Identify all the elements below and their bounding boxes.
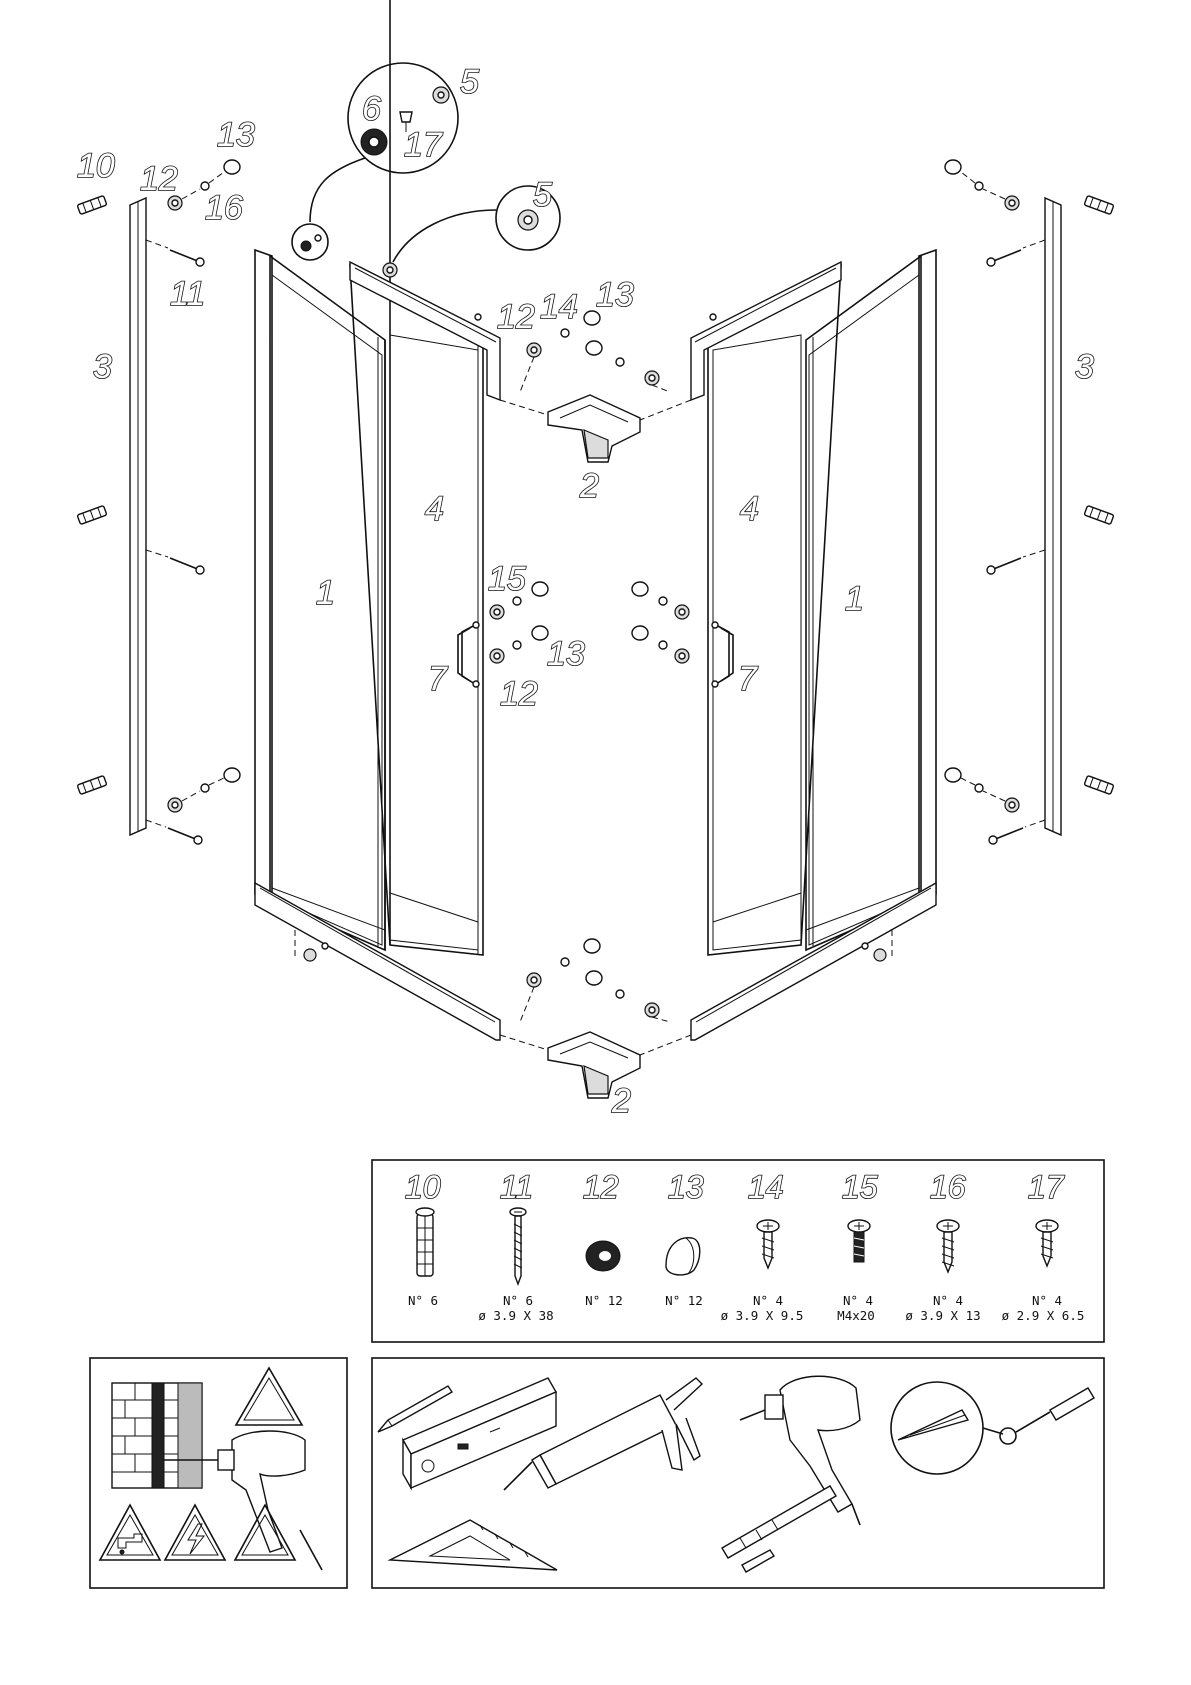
- right-fixed-panel: [708, 265, 841, 955]
- callout-right-handle: 7: [738, 660, 758, 698]
- part-size-11: ø 3.9 X 38: [478, 1308, 553, 1323]
- callout-roller-bubble-screw: 17: [404, 126, 443, 164]
- callout-left-handle: 7: [428, 660, 448, 698]
- no-water-warning-icon: [100, 1505, 160, 1560]
- callout-top-corner: 2: [579, 467, 599, 505]
- right-wall-profile: [1045, 198, 1061, 835]
- part-qty-12: N° 12: [585, 1293, 623, 1308]
- callout-handle-screw: 15: [488, 560, 526, 598]
- part-number-10: 10: [405, 1169, 441, 1205]
- left-wall-profile: [130, 198, 146, 835]
- callout-right-door: 1: [845, 580, 864, 618]
- machine-screw-icon: [848, 1220, 870, 1262]
- callout-right-profile: 3: [1075, 348, 1094, 386]
- wall-plug-icon: [416, 1208, 434, 1276]
- right-sliding-door: [806, 250, 936, 950]
- left-top-fixings: [168, 160, 240, 812]
- self-tapping-screw-icon-16: [937, 1220, 959, 1272]
- part-qty-14: N° 4: [753, 1293, 783, 1308]
- warnings-panel: [90, 1358, 347, 1588]
- part-number-12: 12: [583, 1169, 619, 1205]
- part-number-16: 16: [930, 1169, 966, 1205]
- part-qty-11: N° 6: [503, 1293, 533, 1308]
- long-screw-icon: [510, 1208, 526, 1284]
- callout-left-profile: 3: [93, 348, 112, 386]
- right-wall-plugs: [1084, 196, 1114, 795]
- callout-right-fixed-panel: 4: [740, 490, 759, 528]
- part-size-16: ø 3.9 X 13: [905, 1308, 980, 1323]
- self-tapping-screw-icon-17: [1036, 1220, 1058, 1266]
- callout-left-cap: 13: [217, 116, 255, 154]
- part-number-17: 17: [1028, 1169, 1065, 1205]
- phillips-screwdriver-icon: [891, 1382, 1094, 1474]
- part-qty-13: N° 12: [665, 1293, 703, 1308]
- callout-guide-bubble-cap: 5: [533, 176, 552, 214]
- tools-panel: [372, 1358, 1104, 1588]
- callout-left-door: 1: [316, 574, 335, 612]
- callout-handle-washer: 12: [500, 675, 538, 713]
- callout-left-fixed-panel: 4: [425, 490, 444, 528]
- cover-cap-icon: [666, 1238, 700, 1275]
- callout-roller-bubble-cap: 5: [460, 63, 479, 101]
- drill-bit-icon: [722, 1486, 836, 1572]
- callout-left-washer: 12: [140, 160, 178, 198]
- warning-triangle-icon: [236, 1368, 302, 1425]
- part-qty-10: N° 6: [408, 1293, 438, 1308]
- spirit-level-icon: [403, 1378, 556, 1488]
- parts-table: 10 11 12 13 14 15 16 17 N° 6 N° 6 N° 12 …: [372, 1160, 1104, 1342]
- part-size-14: ø 3.9 X 9.5: [721, 1308, 804, 1323]
- callout-bottom-corner: 2: [611, 1082, 631, 1120]
- part-qty-17: N° 4: [1032, 1293, 1062, 1308]
- set-square-icon: [390, 1520, 557, 1570]
- electric-shock-warning-icon: [165, 1505, 225, 1560]
- right-wall-screws: [987, 240, 1045, 844]
- right-handle-fixings: [632, 582, 689, 663]
- part-qty-15: N° 4: [843, 1293, 873, 1308]
- callout-handle-cap: 13: [547, 635, 585, 673]
- callout-top-cap: 13: [596, 276, 634, 314]
- part-qty-16: N° 4: [933, 1293, 963, 1308]
- part-size-17: ø 2.9 X 6.5: [1002, 1308, 1085, 1323]
- right-top-fixings: [945, 160, 1019, 812]
- right-handle: [712, 622, 733, 687]
- left-wall-plugs: [77, 196, 107, 795]
- washer-icon: [586, 1241, 620, 1271]
- top-corner-joint: [500, 395, 691, 462]
- part-number-14: 14: [748, 1169, 784, 1205]
- callout-top-washer: 12: [497, 298, 535, 336]
- part-number-15: 15: [842, 1169, 878, 1205]
- left-wall-screws: [146, 240, 204, 844]
- part-number-13: 13: [668, 1169, 704, 1205]
- callout-left-dowel: 10: [77, 147, 115, 185]
- part-number-11: 11: [500, 1169, 533, 1205]
- bottom-center-fixings: [520, 939, 670, 1022]
- left-handle: [458, 622, 479, 687]
- callout-left-screw: 11: [170, 275, 205, 313]
- wall-drilling-icon: [112, 1383, 322, 1570]
- callout-top-screw: 14: [540, 288, 578, 326]
- callout-left-small-screw: 16: [205, 189, 243, 227]
- bottom-corner-joint: [500, 1032, 691, 1098]
- part-size-15: M4x20: [837, 1308, 875, 1323]
- self-tapping-screw-icon-14: [757, 1220, 779, 1268]
- callout-roller-bubble-roller: 6: [362, 90, 381, 128]
